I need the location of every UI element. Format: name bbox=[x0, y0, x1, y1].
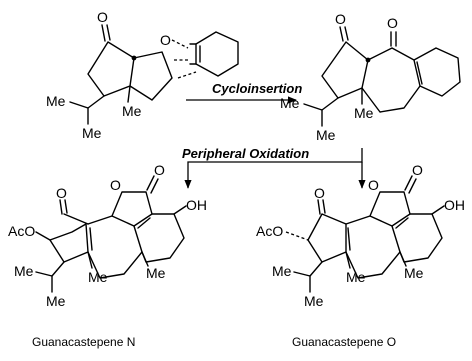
oxygen-label-o-lactone-ring: O bbox=[368, 177, 379, 193]
methyl-label-int-3: Me bbox=[354, 105, 374, 121]
methyl-label-n-3: Me bbox=[14, 263, 34, 279]
methyl-label-o-3: Me bbox=[272, 263, 292, 279]
arrow-to-guanacastepene-n bbox=[184, 148, 363, 189]
methyl-label-int-1: Me bbox=[280, 95, 300, 111]
cycloinsertion-label: Cycloinsertion bbox=[212, 81, 302, 96]
oxygen-label-o-ketone: O bbox=[314, 185, 325, 201]
guanacastepene-o-structure: O AcO O O OH Me Me Me Me bbox=[256, 162, 465, 309]
starting-material: O Me Me Me O bbox=[46, 9, 239, 141]
methyl-label-sm-3: Me bbox=[122, 103, 142, 119]
methyl-label-n-1: Me bbox=[88, 269, 108, 285]
oxygen-label-n-lactone-carbonyl: O bbox=[154, 162, 165, 178]
methyl-label-o-1: Me bbox=[346, 269, 366, 285]
oxygen-label-sm-ketone: O bbox=[97, 9, 108, 25]
hydroxyl-label-n: OH bbox=[186, 197, 207, 213]
oxygen-label-int-ketone: O bbox=[335, 11, 346, 27]
guanacastepene-n-structure: O AcO O O OH Me Me Me Me bbox=[8, 162, 207, 309]
product-name-left: Guanacastepene N bbox=[32, 335, 135, 349]
oxygen-label-o-lactone-carbonyl: O bbox=[412, 162, 423, 178]
oxygen-label-sm-enone: O bbox=[160, 32, 171, 48]
methyl-label-sm-1: Me bbox=[46, 93, 66, 109]
methyl-label-o-2: Me bbox=[404, 265, 424, 281]
peripheral-oxidation-label: Peripheral Oxidation bbox=[182, 146, 309, 161]
methyl-label-o-4: Me bbox=[304, 293, 324, 309]
methyl-label-n-2: Me bbox=[146, 265, 166, 281]
oxygen-label-n-ketone: O bbox=[56, 185, 67, 201]
oxygen-label-int-enone: O bbox=[387, 15, 398, 31]
intermediate: O O Me Me Me bbox=[280, 11, 461, 143]
methyl-label-n-4: Me bbox=[46, 293, 66, 309]
hydroxyl-label-o: OH bbox=[444, 197, 465, 213]
methyl-label-int-2: Me bbox=[316, 127, 336, 143]
methyl-label-sm-2: Me bbox=[82, 125, 102, 141]
product-name-right: Guanacastepene O bbox=[292, 335, 396, 349]
acetoxy-label-n: AcO bbox=[8, 223, 35, 239]
oxygen-label-n-lactone-ring: O bbox=[110, 177, 121, 193]
acetoxy-label-o: AcO bbox=[256, 223, 283, 239]
